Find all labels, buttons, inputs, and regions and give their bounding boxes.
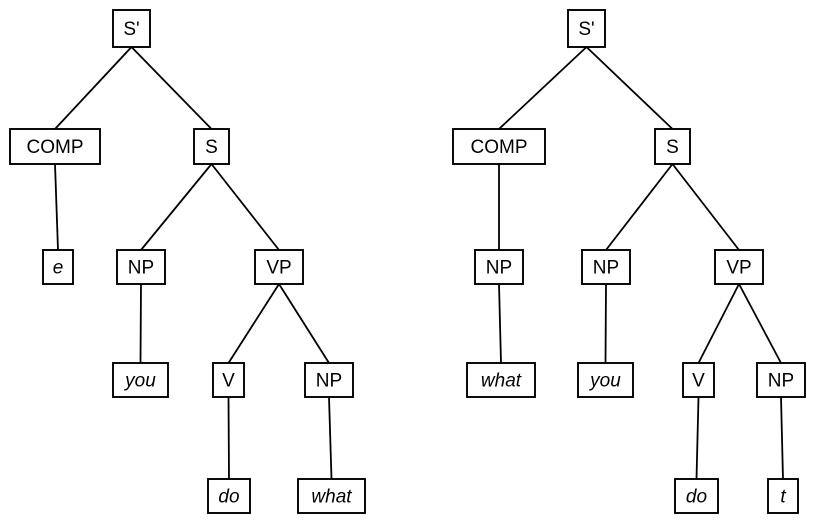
node-box-L-e <box>42 249 74 285</box>
node-R-Sbar[interactable]: S' <box>567 9 606 48</box>
node-label-R-Sbar: S' <box>578 19 594 40</box>
branch-R-VP-to-R-NP2 <box>738 283 782 364</box>
node-box-R-what <box>466 362 536 398</box>
node-box-R-Sbar <box>567 9 606 48</box>
node-R-VP[interactable]: VP <box>714 249 764 285</box>
node-label-R-COMP: COMP <box>471 137 528 158</box>
node-box-R-COMP <box>452 128 546 165</box>
node-L-S[interactable]: S <box>193 128 230 165</box>
node-label-R-NP2: NP <box>768 371 794 392</box>
branch-L-NP2-to-L-what <box>328 396 333 480</box>
branch-R-S-to-R-VP <box>671 163 740 251</box>
branch-R-Sbar-to-R-COMP <box>498 46 588 130</box>
node-label-R-V: V <box>692 371 705 392</box>
node-L-V[interactable]: V <box>212 362 245 398</box>
node-L-NP1[interactable]: NP <box>116 249 166 285</box>
node-box-L-S <box>193 128 230 165</box>
node-box-L-NP1 <box>116 249 166 285</box>
tree-surface-structure: S' COMP S NP NP VP what you V NP do t <box>452 9 806 514</box>
branch-L-NP1-to-L-you <box>139 283 142 364</box>
branch-lines <box>498 46 784 480</box>
node-label-L-do: do <box>218 487 239 508</box>
node-R-t[interactable]: t <box>767 478 799 514</box>
branch-L-S-to-L-VP <box>210 163 280 251</box>
branch-L-COMP-to-L-e <box>54 163 59 251</box>
node-label-L-S: S <box>205 137 218 158</box>
node-box-L-NP2 <box>304 362 354 398</box>
node-label-L-what: what <box>311 487 352 508</box>
branch-L-Sbar-to-L-COMP <box>54 46 133 130</box>
branch-R-NP2-to-R-t <box>780 396 784 480</box>
node-label-L-e: e <box>53 258 64 279</box>
branch-L-S-to-L-NP1 <box>140 163 213 251</box>
node-L-what[interactable]: what <box>297 478 366 514</box>
node-box-R-NP1 <box>581 249 631 285</box>
node-label-R-NP1: NP <box>593 258 619 279</box>
node-L-VP[interactable]: VP <box>254 249 304 285</box>
node-box-R-S <box>654 128 691 165</box>
node-L-Sbar[interactable]: S' <box>112 9 151 48</box>
node-label-L-you: you <box>123 371 156 392</box>
node-R-NP2[interactable]: NP <box>756 362 806 398</box>
node-box-R-you <box>577 362 634 398</box>
branch-L-V-to-L-do <box>227 396 230 480</box>
branch-L-Sbar-to-L-S <box>130 46 213 130</box>
node-box-R-NP0 <box>474 249 524 285</box>
node-R-you[interactable]: you <box>577 362 634 398</box>
branch-L-VP-to-L-NP2 <box>278 283 330 364</box>
node-L-NP2[interactable]: NP <box>304 362 354 398</box>
node-label-R-you: you <box>588 371 621 392</box>
node-R-what[interactable]: what <box>466 362 536 398</box>
node-label-L-V: V <box>222 371 235 392</box>
node-label-L-NP1: NP <box>128 258 154 279</box>
node-box-R-V <box>682 362 715 398</box>
node-box-L-Sbar <box>112 9 151 48</box>
node-label-R-NP0: NP <box>486 258 512 279</box>
node-label-R-do: do <box>686 487 707 508</box>
node-L-COMP[interactable]: COMP <box>9 128 101 165</box>
node-box-R-t <box>767 478 799 514</box>
node-box-R-NP2 <box>756 362 806 398</box>
branch-L-VP-to-L-V <box>227 283 280 364</box>
branch-R-NP0-to-R-what <box>498 283 502 364</box>
node-label-L-NP2: NP <box>316 371 342 392</box>
node-box-L-you <box>112 362 169 398</box>
branch-R-V-to-R-do <box>695 396 700 480</box>
node-box-L-VP <box>254 249 304 285</box>
node-label-R-VP: VP <box>726 258 751 279</box>
branch-lines <box>54 46 333 480</box>
node-R-S[interactable]: S <box>654 128 691 165</box>
branch-R-NP1-to-R-you <box>604 283 607 364</box>
branch-R-S-to-R-NP1 <box>605 163 674 251</box>
node-box-L-V <box>212 362 245 398</box>
node-box-R-do <box>674 478 719 514</box>
branch-R-VP-to-R-V <box>697 283 740 364</box>
node-box-L-what <box>297 478 366 514</box>
node-L-you[interactable]: you <box>112 362 169 398</box>
node-R-COMP[interactable]: COMP <box>452 128 546 165</box>
node-box-L-COMP <box>9 128 101 165</box>
branch-R-Sbar-to-R-S <box>585 46 674 130</box>
node-R-NP1[interactable]: NP <box>581 249 631 285</box>
node-label-L-COMP: COMP <box>27 137 84 158</box>
node-L-e[interactable]: e <box>42 249 74 285</box>
node-label-R-t: t <box>780 487 786 508</box>
node-label-R-what: what <box>481 371 522 392</box>
node-label-L-VP: VP <box>266 258 291 279</box>
node-L-do[interactable]: do <box>207 478 251 514</box>
node-label-L-Sbar: S' <box>123 19 139 40</box>
node-R-NP0[interactable]: NP <box>474 249 524 285</box>
node-label-R-S: S <box>666 137 679 158</box>
node-R-do[interactable]: do <box>674 478 719 514</box>
node-R-V[interactable]: V <box>682 362 715 398</box>
node-box-R-VP <box>714 249 764 285</box>
node-box-L-do <box>207 478 251 514</box>
